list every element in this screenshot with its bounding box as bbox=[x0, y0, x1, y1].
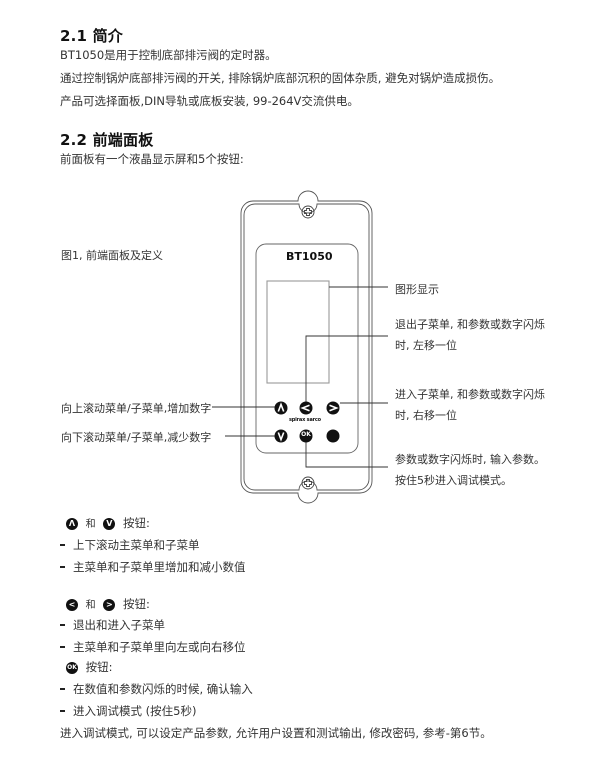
list-item: 上下滚动主菜单和子菜单 bbox=[60, 538, 200, 552]
callout-left-line2: 时, 左移一位 bbox=[395, 339, 457, 352]
intro-paragraph-1: BT1050是用于控制底部排污阀的定时器。 bbox=[60, 48, 277, 62]
down-arrow-button-icon: V bbox=[103, 517, 116, 530]
callout-lines bbox=[212, 286, 388, 468]
list-item: 在数值和参数闪烁的时候, 确认输入 bbox=[60, 682, 253, 696]
right-arrow-button-icon: > bbox=[103, 598, 116, 611]
list-item: 主菜单和子菜单里增加和减小数值 bbox=[60, 560, 246, 574]
top-screw-icon bbox=[301, 205, 315, 219]
callout-down: 向下滚动菜单/子菜单,减少数字 bbox=[61, 431, 212, 444]
callout-right-line2: 时, 右移一位 bbox=[395, 409, 457, 422]
brand-logo: spirax sarco bbox=[289, 417, 321, 423]
section-heading-front-panel: 2.2 前端面板 bbox=[60, 131, 154, 149]
up-arrow-button-icon: Λ bbox=[66, 517, 78, 530]
callout-ok-line2: 按住5秒进入调试模式。 bbox=[395, 474, 512, 487]
faceplate bbox=[255, 243, 359, 454]
callout-right-line1: 进入子菜单, 和参数或数字闪烁 bbox=[395, 388, 545, 401]
device-bezel bbox=[240, 190, 373, 504]
ok-button-icon bbox=[299, 429, 313, 443]
leftright-buttons-heading: < 和 > 按钮: bbox=[66, 597, 150, 613]
callout-up: 向上滚动菜单/子菜单,增加数字 bbox=[61, 402, 212, 415]
front-panel-intro: 前面板有一个液晶显示屏和5个按钮: bbox=[60, 152, 244, 166]
device-model-label: BT1050 bbox=[286, 250, 333, 263]
up-arrow-button-icon bbox=[274, 401, 288, 415]
list-item: 主菜单和子菜单里向左或向右移位 bbox=[60, 640, 246, 654]
down-arrow-button-icon bbox=[274, 429, 288, 443]
list-item: 进入调试模式 (按住5秒) bbox=[60, 704, 196, 718]
updown-buttons-heading: Λ 和 V 按钮: bbox=[66, 516, 150, 532]
closing-paragraph: 进入调试模式, 可以设定产品参数, 允许用户设置和测试输出, 修改密码, 参考-… bbox=[60, 726, 492, 740]
ok-button-heading: OK 按钮: bbox=[66, 660, 113, 674]
callout-ok-line1: 参数或数字闪烁时, 输入参数。 bbox=[395, 453, 545, 466]
figure-caption: 图1, 前端面板及定义 bbox=[61, 249, 163, 262]
callout-left-line1: 退出子菜单, 和参数或数字闪烁 bbox=[395, 318, 545, 331]
lcd-display bbox=[266, 280, 330, 384]
right-arrow-button-icon bbox=[326, 401, 340, 415]
intro-paragraph-3: 产品可选择面板,DIN导轨或底板安装, 99-264V交流供电。 bbox=[60, 94, 359, 108]
section-heading-intro: 2.1 简介 bbox=[60, 27, 123, 45]
left-arrow-button-icon bbox=[299, 401, 313, 415]
ok-button-icon: OK bbox=[66, 661, 78, 674]
bottom-screw-icon bbox=[301, 476, 315, 490]
callout-display: 图形显示 bbox=[395, 283, 439, 296]
left-arrow-button-icon: < bbox=[66, 598, 78, 611]
indicator-dot-icon bbox=[326, 429, 340, 443]
list-item: 退出和进入子菜单 bbox=[60, 618, 165, 632]
intro-paragraph-2: 通过控制锅炉底部排污阀的开关, 排除锅炉底部沉积的固体杂质, 避免对锅炉造成损伤… bbox=[60, 71, 501, 85]
ok-button-label: OK bbox=[301, 431, 311, 438]
